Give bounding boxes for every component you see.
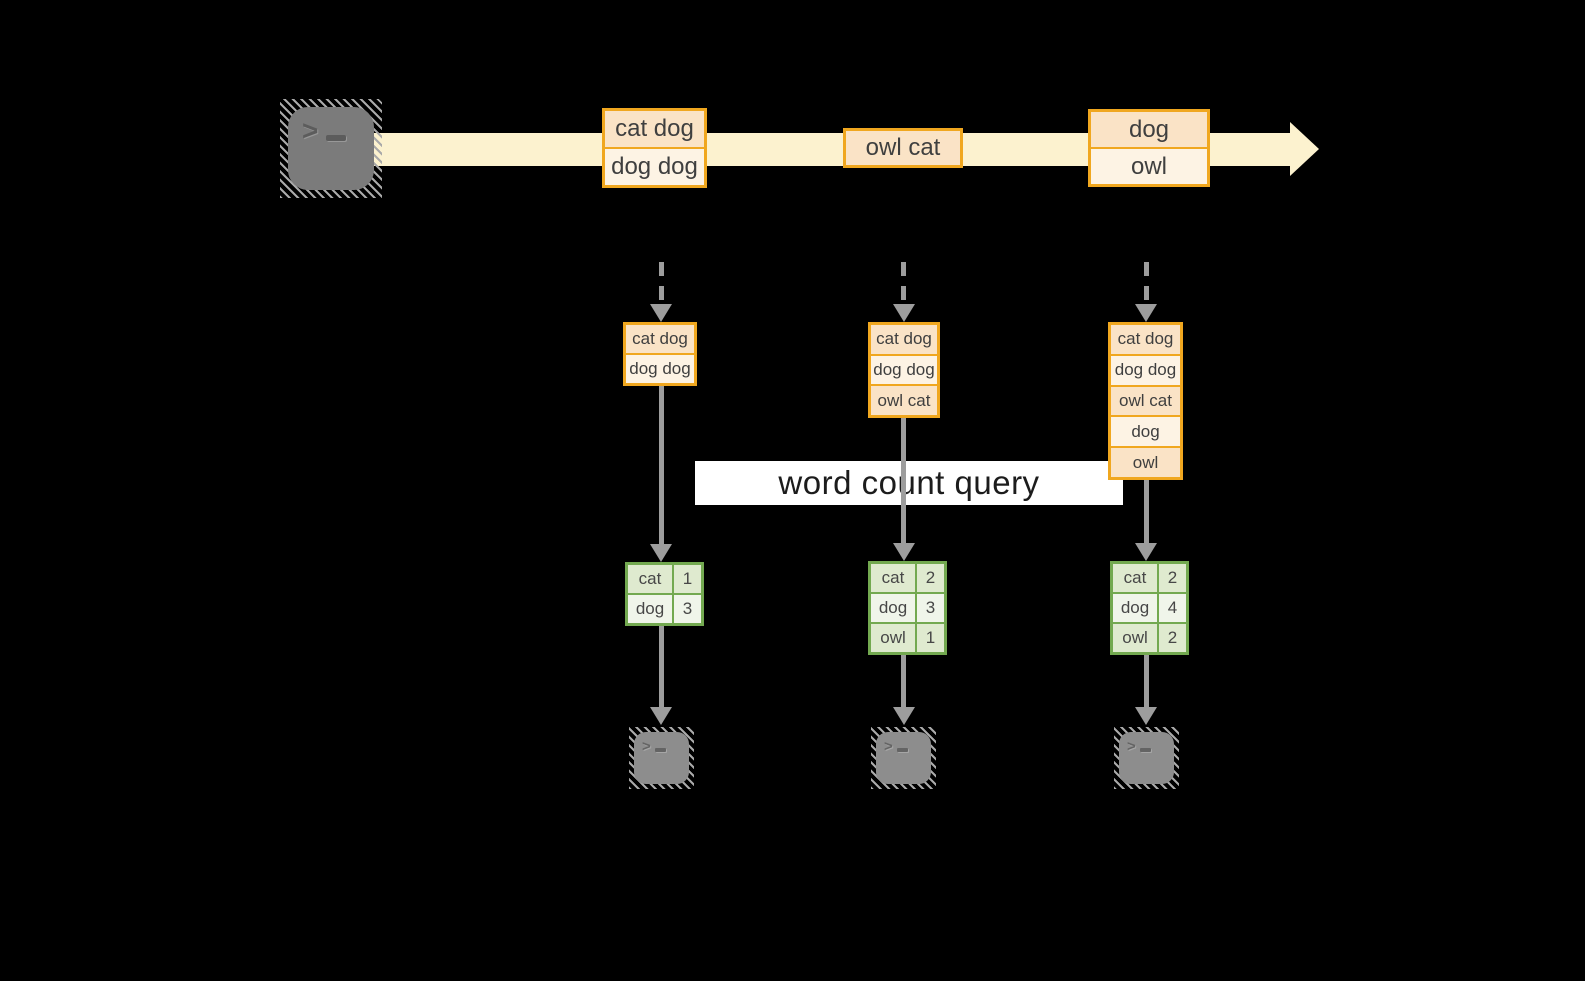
count-value: 1 <box>674 565 701 593</box>
consumer-terminal-icon: > <box>1114 727 1179 789</box>
stream-event-line: dog <box>1091 112 1207 147</box>
buffer-stack-3: cat dog dog dog owl cat dog owl <box>1108 322 1183 480</box>
count-value: 1 <box>917 624 944 652</box>
count-word: owl <box>1113 624 1157 652</box>
count-word: cat <box>628 565 672 593</box>
arrowhead-icon <box>650 544 672 562</box>
prompt-chevron-icon: > <box>302 115 319 146</box>
arrowhead-icon <box>893 707 915 725</box>
stream-event-line: dog dog <box>605 147 704 185</box>
buffer-row: cat dog <box>626 325 694 353</box>
count-value: 2 <box>1159 564 1186 592</box>
terminal-cursor-icon <box>654 748 666 752</box>
dashed-arrowhead-icon <box>1135 304 1157 322</box>
prompt-chevron-icon: > <box>1127 738 1136 755</box>
dashed-arrow-shaft <box>901 262 906 304</box>
terminal-prompt: > <box>302 115 347 146</box>
count-value: 2 <box>1159 624 1186 652</box>
buffer-row: cat dog <box>1111 325 1180 354</box>
buffer-row: owl <box>1111 446 1180 477</box>
dashed-arrowhead-icon <box>893 304 915 322</box>
consumer-terminal-icon: > <box>871 727 936 789</box>
arrowhead-icon <box>893 543 915 561</box>
buffer-row: dog dog <box>626 353 694 383</box>
count-value: 3 <box>917 594 944 622</box>
count-value: 3 <box>674 595 701 623</box>
query-label: word count query <box>778 464 1040 501</box>
count-word: cat <box>871 564 915 592</box>
stream-event-2: owl cat <box>843 128 963 168</box>
count-word: dog <box>871 594 915 622</box>
count-table-1: cat 1 dog 3 <box>625 562 704 626</box>
buffer-stack-1: cat dog dog dog <box>623 322 697 386</box>
count-value: 2 <box>917 564 944 592</box>
count-table-2: cat 2 dog 3 owl 1 <box>868 561 947 655</box>
stream-event-line: cat dog <box>605 111 704 147</box>
terminal-screen: > <box>1119 732 1174 784</box>
count-word: dog <box>628 595 672 623</box>
stream-event-1: cat dog dog dog <box>602 108 707 188</box>
arrowhead-icon <box>1135 543 1157 561</box>
producer-terminal-icon: > <box>280 99 382 198</box>
stream-event-3: dog owl <box>1088 109 1210 187</box>
stream-event-line: owl <box>1091 147 1207 184</box>
terminal-screen: > <box>288 107 374 190</box>
stream-arrowhead-icon <box>1290 122 1319 176</box>
query-label-band: word count query <box>695 461 1123 505</box>
terminal-screen: > <box>876 732 931 784</box>
buffer-row: owl cat <box>1111 384 1180 416</box>
terminal-prompt: > <box>642 739 666 754</box>
arrow-shaft <box>901 655 906 707</box>
arrow-shaft <box>659 386 664 544</box>
buffer-row: dog <box>1111 415 1180 447</box>
terminal-prompt: > <box>884 739 908 754</box>
stream-event-line: owl cat <box>846 131 960 165</box>
prompt-chevron-icon: > <box>884 738 893 755</box>
dashed-arrow-shaft <box>1144 262 1149 304</box>
arrowhead-icon <box>1135 707 1157 725</box>
terminal-screen: > <box>634 732 689 784</box>
consumer-terminal-icon: > <box>629 727 694 789</box>
count-word: dog <box>1113 594 1157 622</box>
arrow-shaft <box>901 418 906 543</box>
arrow-shaft <box>659 626 664 707</box>
terminal-cursor-icon <box>1139 748 1151 752</box>
arrowhead-icon <box>650 707 672 725</box>
count-word: cat <box>1113 564 1157 592</box>
count-word: owl <box>871 624 915 652</box>
prompt-chevron-icon: > <box>642 738 651 755</box>
count-value: 4 <box>1159 594 1186 622</box>
buffer-row: dog dog <box>871 353 937 385</box>
count-table-3: cat 2 dog 4 owl 2 <box>1110 561 1189 655</box>
dashed-arrow-shaft <box>659 262 664 304</box>
arrow-shaft <box>1144 655 1149 707</box>
terminal-prompt: > <box>1127 739 1151 754</box>
terminal-cursor-icon <box>326 135 347 141</box>
terminal-cursor-icon <box>896 748 908 752</box>
buffer-row: cat dog <box>871 325 937 354</box>
arrow-shaft <box>1144 480 1149 543</box>
buffer-row: owl cat <box>871 384 937 416</box>
buffer-stack-2: cat dog dog dog owl cat <box>868 322 940 418</box>
dashed-arrowhead-icon <box>650 304 672 322</box>
buffer-row: dog dog <box>1111 353 1180 385</box>
